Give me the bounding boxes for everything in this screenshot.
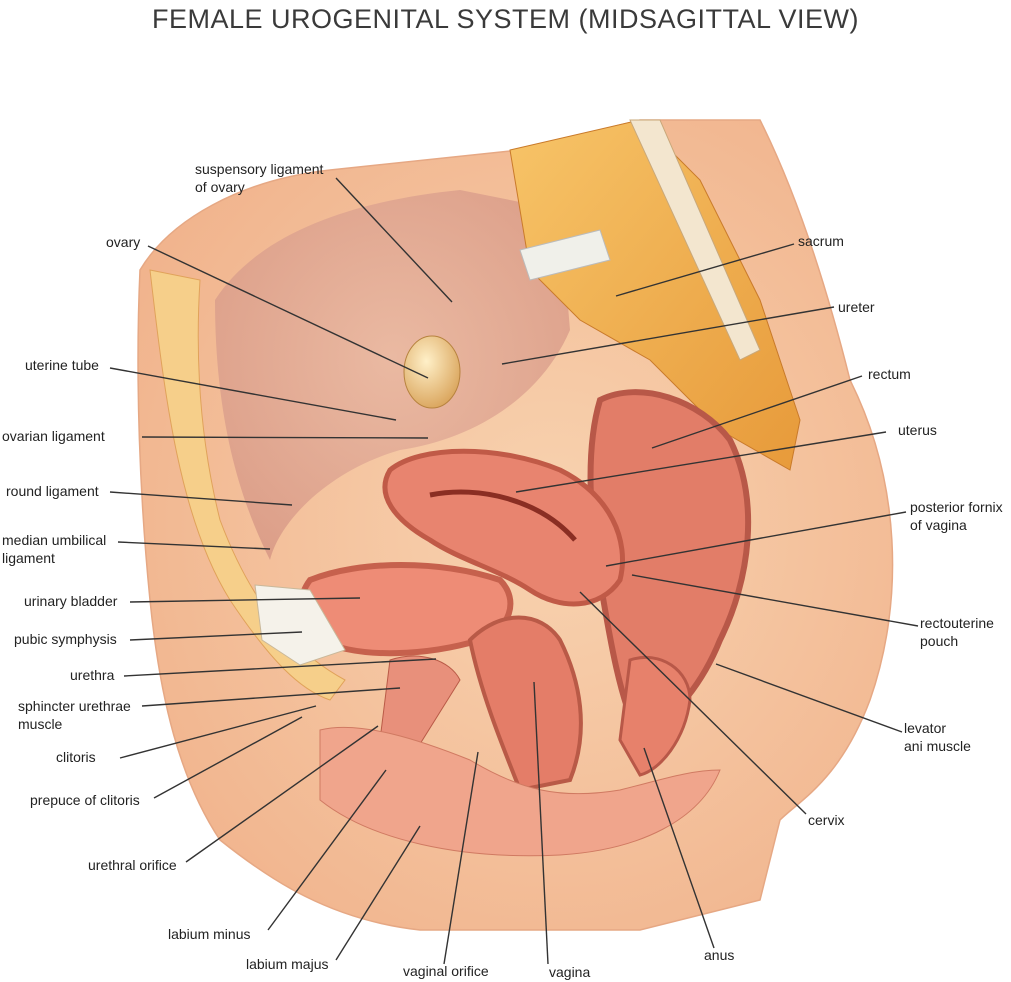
leader-levator (715, 663, 903, 733)
label-suspensory-ligament: suspensory ligament of ovary (195, 160, 323, 196)
leader-median-umbilical (117, 541, 271, 550)
label-ovarian-ligament: ovarian ligament (2, 428, 105, 444)
label-urethral-orifice: urethral orifice (88, 857, 177, 873)
label-prepuce-of-clitoris: prepuce of clitoris (30, 792, 140, 808)
label-urethra: urethra (70, 667, 115, 683)
label-suspensory-line1: suspensory ligament (195, 161, 324, 177)
leader-uterine-tube (109, 367, 397, 421)
label-levator-line1: levator (904, 720, 947, 736)
leader-labium-majus (335, 825, 421, 961)
leader-cervix (579, 591, 807, 815)
leader-uterus (515, 431, 887, 493)
label-rectouterine-pouch: rectouterine pouch (920, 614, 994, 650)
label-rectum: rectum (868, 366, 911, 382)
label-rectouterine-line2: pouch (920, 633, 959, 649)
leader-ureter (501, 306, 835, 365)
label-ureter: ureter (838, 299, 875, 315)
label-levator-line2: ani muscle (904, 738, 971, 754)
leader-rectum (651, 375, 863, 449)
label-sacrum: sacrum (798, 233, 844, 249)
leader-ovary (147, 245, 429, 379)
uterine-cavity (429, 489, 577, 542)
leader-sphincter (141, 687, 401, 707)
label-cervix: cervix (808, 812, 845, 828)
leader-anus (643, 747, 715, 949)
label-round-ligament: round ligament (6, 483, 99, 499)
leader-clitoris (119, 705, 317, 759)
sacrum-shape (509, 119, 801, 471)
label-uterus: uterus (898, 422, 937, 438)
label-levator-ani-muscle: levator ani muscle (904, 719, 971, 755)
label-labium-majus: labium majus (246, 956, 329, 972)
label-posterior-fornix-line1: posterior fornix (910, 499, 1003, 515)
spinal-canal (629, 119, 761, 361)
label-median-umbilical-line2: ligament (2, 550, 55, 566)
abdominal-wall (149, 269, 346, 701)
leader-round-ligament (109, 491, 293, 506)
label-clitoris: clitoris (56, 749, 96, 765)
leader-rectouterine (631, 574, 919, 627)
leader-vaginal-orifice (443, 751, 479, 965)
diagram-title: FEMALE UROGENITAL SYSTEM (MIDSAGITTAL VI… (151, 4, 860, 34)
label-urinary-bladder: urinary bladder (24, 593, 118, 609)
label-posterior-fornix-line2: of vagina (910, 517, 967, 533)
label-pubic-symphysis: pubic symphysis (14, 631, 117, 647)
leader-urinary-bladder (129, 597, 361, 603)
label-uterine-tube: uterine tube (25, 357, 99, 373)
leader-urethral-orifice (185, 725, 379, 863)
label-anus: anus (704, 947, 735, 963)
leader-posterior-fornix (605, 511, 907, 567)
leader-pubic-symphysis (129, 631, 303, 641)
label-vagina: vagina (549, 964, 591, 980)
label-rectouterine-line1: rectouterine (920, 615, 994, 631)
label-median-umbilical-ligament: median umbilical ligament (2, 531, 106, 567)
label-suspensory-line2: of ovary (195, 179, 245, 195)
pubic-bone (254, 584, 346, 666)
ovary-shape (403, 335, 461, 409)
leader-sacrum (615, 243, 795, 297)
uterus-shape (382, 448, 625, 607)
labia-shape (319, 726, 721, 857)
leader-vagina (533, 681, 549, 965)
label-vaginal-orifice: vaginal orifice (403, 963, 489, 979)
vagina-shape (467, 615, 583, 793)
label-sphincter-urethrae: sphincter urethrae muscle (18, 697, 131, 733)
label-posterior-fornix: posterior fornix of vagina (910, 498, 1003, 534)
pelvic-cavity (215, 190, 570, 560)
leader-prepuce (153, 716, 303, 799)
leader-ovarian-ligament (141, 436, 429, 439)
urethra-shape (379, 655, 461, 761)
leader-suspensory (335, 177, 453, 303)
leader-urethra (123, 658, 437, 677)
label-sphincter-line2: muscle (18, 716, 63, 732)
label-sphincter-line1: sphincter urethrae (18, 698, 131, 714)
leader-labium-minus (267, 769, 387, 931)
label-median-umbilical-line1: median umbilical (2, 532, 107, 548)
label-labium-minus: labium minus (168, 926, 251, 942)
vertebral-disc (519, 229, 611, 281)
label-ovary: ovary (106, 234, 141, 250)
